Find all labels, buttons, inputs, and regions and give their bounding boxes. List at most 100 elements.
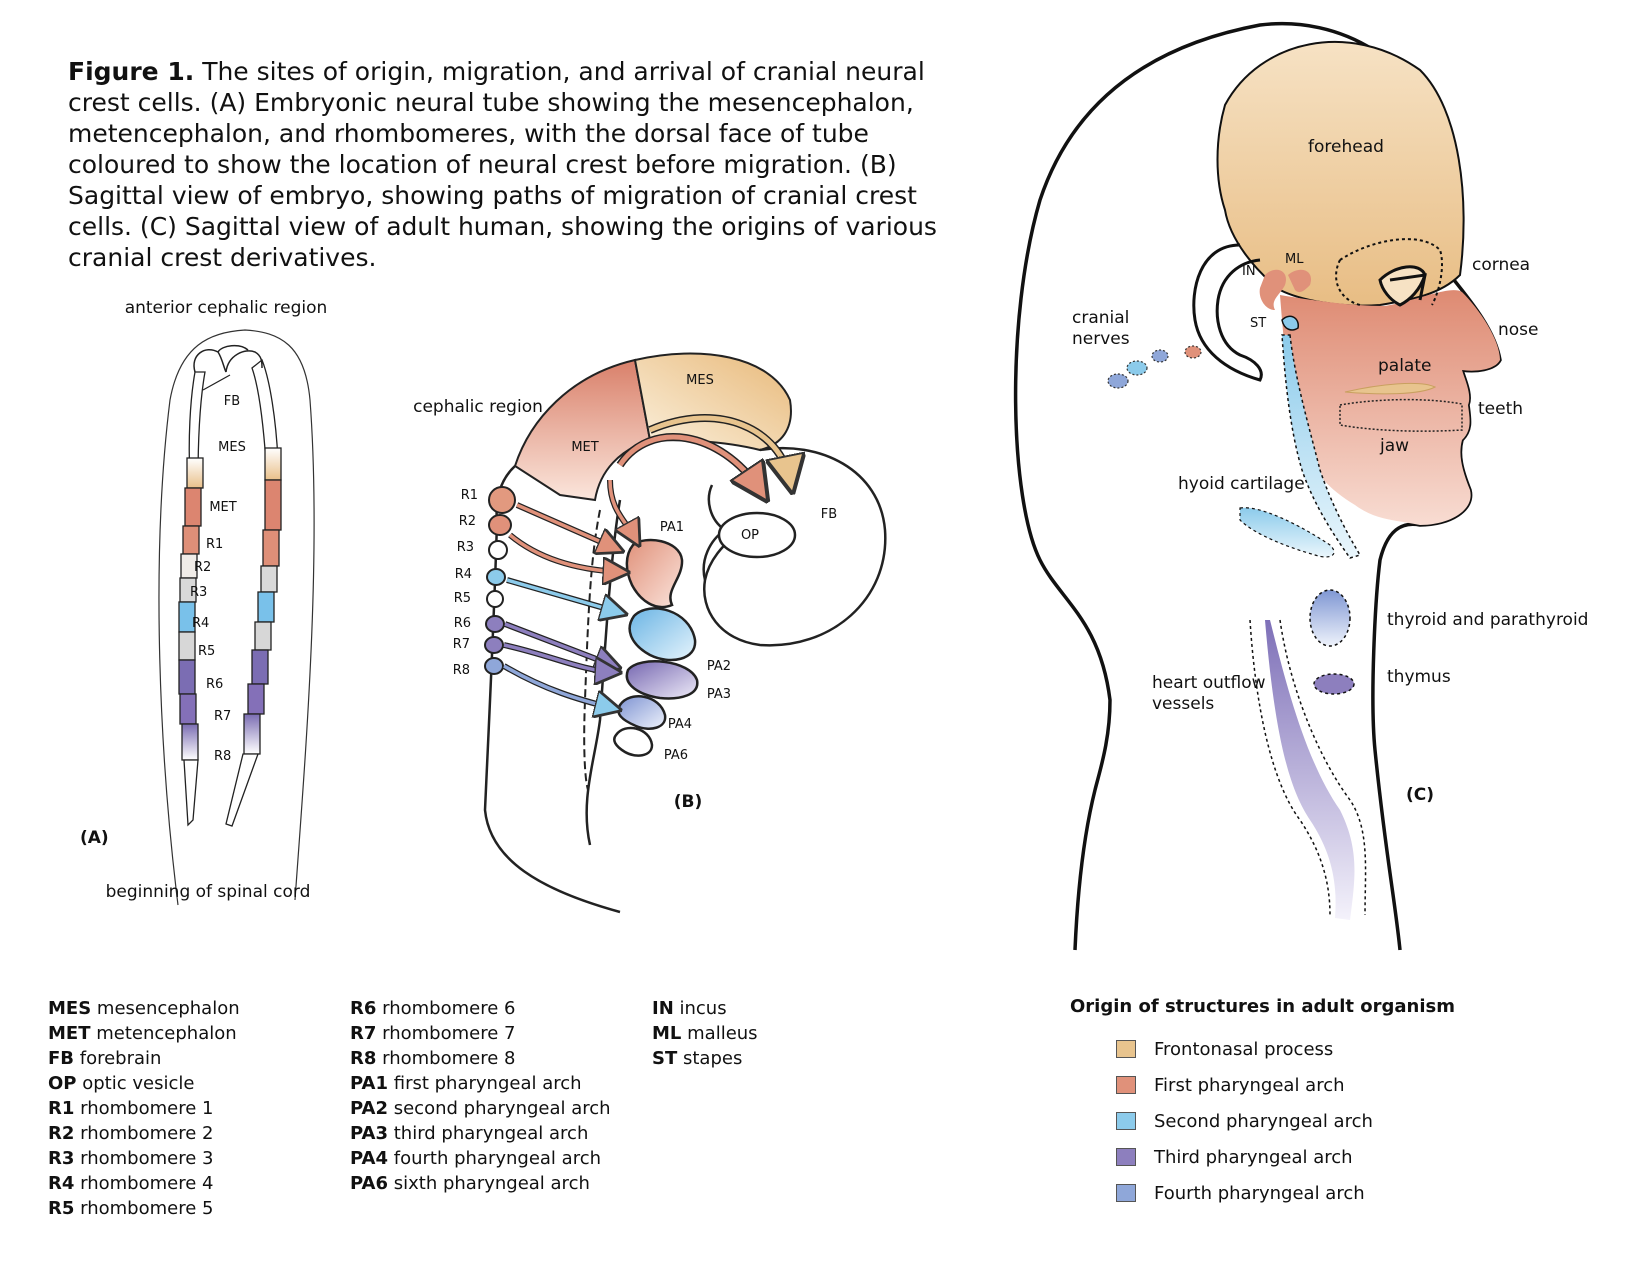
abbr-row: R6 rhombomere 6	[350, 996, 611, 1021]
abbr-key: R6	[350, 998, 377, 1019]
migration-arrows	[502, 414, 790, 708]
abbr-row: MET metencephalon	[48, 1021, 240, 1046]
abbr-text: mesencephalon	[96, 998, 240, 1019]
label-teeth: teeth	[1478, 399, 1523, 419]
panel-b-r7: R7	[453, 637, 470, 652]
abbr-row: R4 rhombomere 4	[48, 1171, 240, 1196]
rhombomeres	[484, 486, 516, 675]
abbr-key: OP	[48, 1073, 77, 1094]
panel-b-r4: R4	[455, 567, 472, 582]
abbr-key: PA1	[350, 1073, 388, 1094]
abbr-key: ML	[652, 1023, 682, 1044]
abbr-row: PA2 second pharyngeal arch	[350, 1096, 611, 1121]
neural-tube-left	[178, 371, 206, 827]
panel-a-r1: R1	[206, 537, 223, 552]
panel-a-met: MET	[209, 500, 236, 515]
legend-item: First pharyngeal arch	[1070, 1067, 1590, 1103]
panel-b-r2: R2	[459, 514, 476, 529]
abbr-key: R4	[48, 1173, 75, 1194]
panel-c-label: (C)	[1406, 785, 1434, 805]
optic-vesicle	[717, 511, 797, 559]
legend-label: Frontonasal process	[1154, 1038, 1334, 1060]
abbr-key: MET	[48, 1023, 91, 1044]
legend-swatch	[1116, 1184, 1136, 1202]
panel-b-op: OP	[741, 528, 759, 543]
panel-b-r5: R5	[454, 591, 471, 606]
panel-b-r1: R1	[461, 488, 478, 503]
panel-b-pa6: PA6	[664, 748, 688, 763]
pa2	[628, 607, 697, 662]
label-thyroid: thyroid and parathyroid	[1387, 610, 1588, 630]
abbr-text: rhombomere 7	[382, 1023, 516, 1044]
panel-a-mes: MES	[218, 440, 246, 455]
abbr-key: R7	[350, 1023, 377, 1044]
abbr-key: R1	[48, 1098, 75, 1119]
panel-b-pa3: PA3	[707, 687, 731, 702]
panel-b: cephalic region (B) MES MET FB OP PA1 PA…	[413, 352, 887, 914]
label-nose: nose	[1498, 320, 1539, 340]
legend-item: Third pharyngeal arch	[1070, 1139, 1590, 1175]
abbr-row: R1 rhombomere 1	[48, 1096, 240, 1121]
abbr-row: FB forebrain	[48, 1046, 240, 1071]
panel-a-r2: R2	[194, 560, 211, 575]
abbr-text: sixth pharyngeal arch	[393, 1173, 590, 1194]
cranial-nerves	[1107, 345, 1202, 389]
panel-b-pa4: PA4	[668, 717, 692, 732]
forebrain-outline	[703, 446, 887, 647]
abbr-text: rhombomere 1	[80, 1098, 214, 1119]
legend-swatch	[1116, 1076, 1136, 1094]
face-region	[1280, 290, 1500, 525]
abbr-text: rhombomere 3	[80, 1148, 214, 1169]
panel-a-r8: R8	[214, 749, 231, 764]
abbr-key: FB	[48, 1048, 75, 1069]
panel-a-bottom-label: beginning of spinal cord	[106, 882, 311, 902]
abbr-key: R3	[48, 1148, 75, 1169]
label-hyoid: hyoid cartilage	[1178, 474, 1305, 494]
abbr-text: second pharyngeal arch	[393, 1098, 611, 1119]
panel-a-r7: R7	[214, 709, 231, 724]
pa3	[625, 660, 699, 700]
legend-title: Origin of structures in adult organism	[1070, 996, 1455, 1017]
abbr-row: PA1 first pharyngeal arch	[350, 1071, 611, 1096]
heart-vessels-shape	[1265, 620, 1355, 920]
malleus-shape	[1288, 269, 1311, 293]
panel-a-r5: R5	[198, 644, 215, 659]
abbr-text: third pharyngeal arch	[393, 1123, 589, 1144]
abbr-row: ST stapes	[652, 1046, 758, 1071]
abbr-row: R7 rhombomere 7	[350, 1021, 611, 1046]
hyoid-shape	[1239, 507, 1335, 558]
color-legend: Origin of structures in adult organism F…	[1070, 996, 1590, 1211]
legend-label: Fourth pharyngeal arch	[1154, 1182, 1365, 1204]
label-palate: palate	[1378, 356, 1431, 376]
thymus-shape	[1313, 673, 1355, 695]
legend-item: Second pharyngeal arch	[1070, 1103, 1590, 1139]
pa4	[617, 695, 667, 730]
abbr-text: malleus	[687, 1023, 758, 1044]
panel-b-region-label: cephalic region	[413, 397, 543, 417]
panel-b-pa1: PA1	[660, 520, 684, 535]
figure-caption: Figure 1. The sites of origin, migration…	[68, 56, 968, 273]
abbr-row: R5 rhombomere 5	[48, 1196, 240, 1221]
abbr-text: fourth pharyngeal arch	[393, 1148, 601, 1169]
abbr-text: incus	[679, 998, 727, 1019]
abbr-row: OP optic vesicle	[48, 1071, 240, 1096]
abbr-text: rhombomere 2	[80, 1123, 214, 1144]
abbr-row: PA3 third pharyngeal arch	[350, 1121, 611, 1146]
abbr-text: first pharyngeal arch	[393, 1073, 582, 1094]
panel-b-label: (B)	[674, 792, 703, 812]
met-region	[513, 358, 652, 502]
label-heart-2: vessels	[1152, 694, 1214, 714]
legend-swatch	[1116, 1112, 1136, 1130]
panel-a-label: (A)	[80, 828, 109, 848]
panel-b-r6: R6	[454, 616, 471, 631]
abbr-row: ML malleus	[652, 1021, 758, 1046]
abbr-text: optic vesicle	[82, 1073, 195, 1094]
caption-label: Figure 1.	[68, 57, 195, 86]
abbr-row: R8 rhombomere 8	[350, 1046, 611, 1071]
label-cranial-2: nerves	[1072, 329, 1130, 349]
thyroid-shape	[1309, 589, 1351, 647]
